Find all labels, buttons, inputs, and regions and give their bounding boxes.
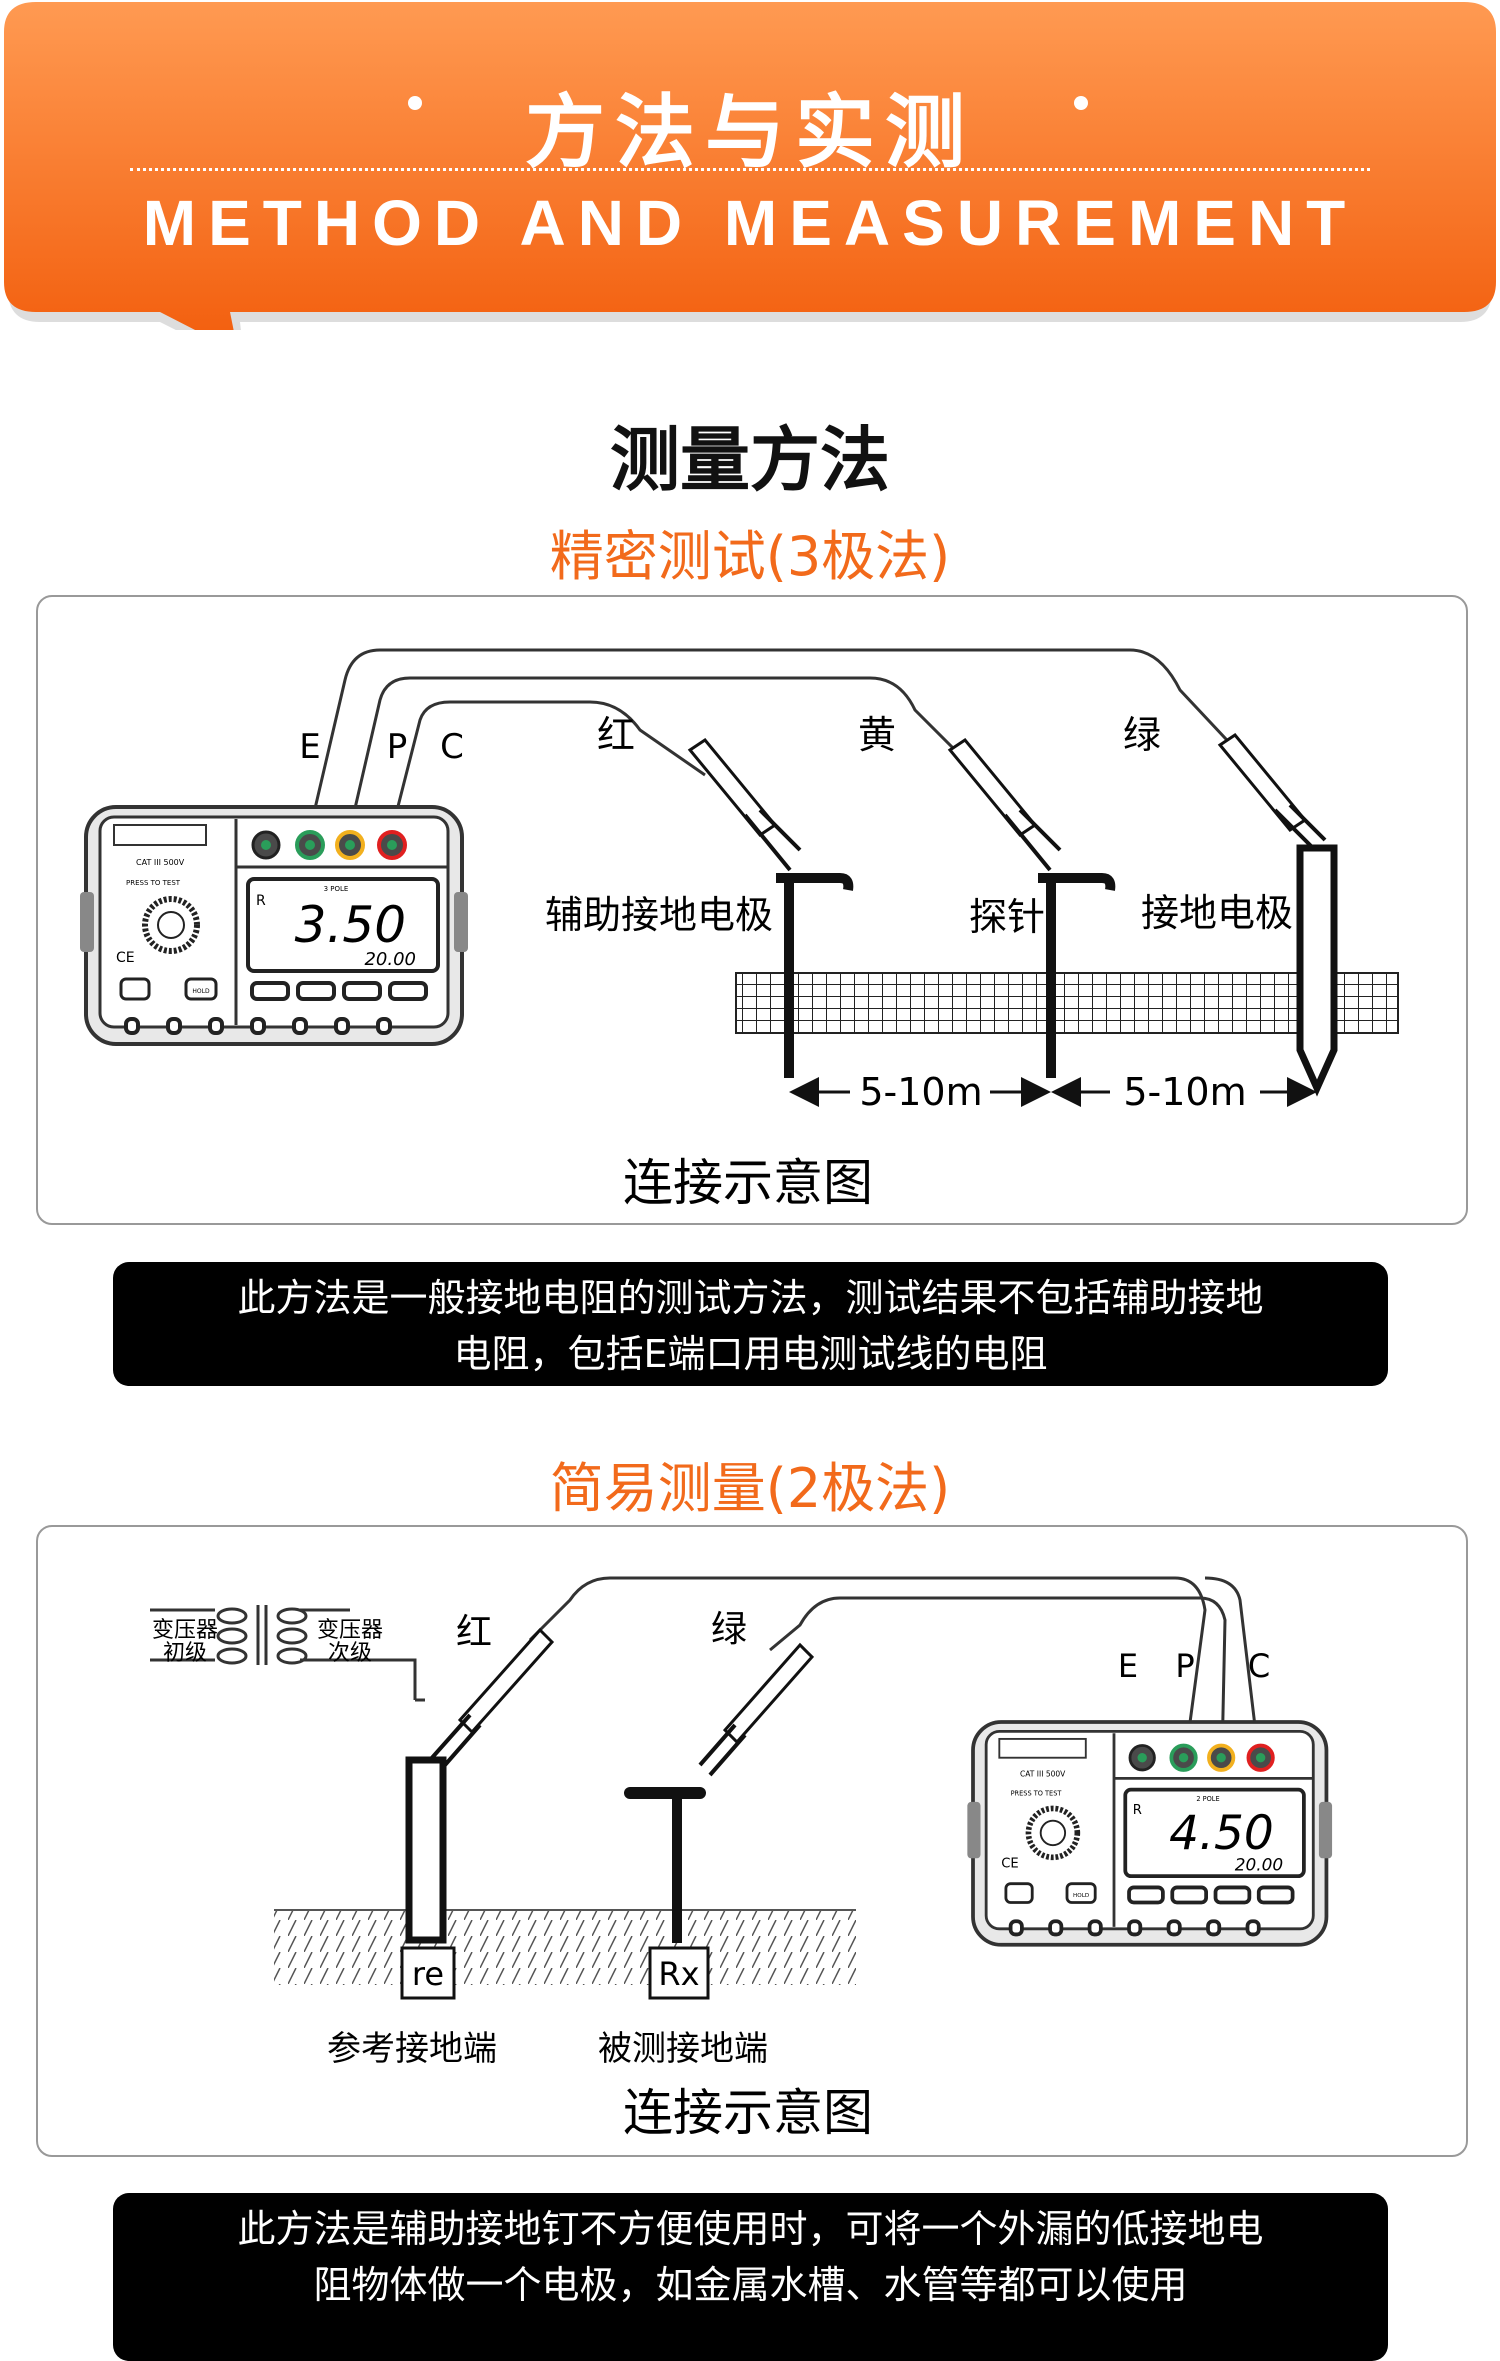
terminal-label-p: P — [1175, 1647, 1194, 1685]
function-buttons — [1127, 1885, 1295, 1905]
transformer-icon — [150, 1605, 425, 1702]
method2-note-line: 阻物体做一个电极，如金属水槽、水管等都可以使用 — [313, 2263, 1188, 2307]
diagram-2-pole: 变压器 初级 变压器 次级 re Rx 参考接地端 被测接地端 红 绿 E P … — [150, 1576, 1333, 2142]
clip-label-red: 红 — [456, 1612, 492, 1653]
method2-note-line: 此方法是辅助接地钉不方便使用时，可将一个外漏的低接地电 — [237, 2207, 1264, 2251]
method1-note-line: 电阻，包括E端口用电测试线的电阻 — [453, 1332, 1048, 1376]
terminal-label-p: P — [387, 727, 408, 767]
ce-mark: CE — [1001, 1857, 1019, 1872]
header-title-en: METHOD AND MEASUREMENT — [142, 187, 1358, 259]
rx-box — [648, 1946, 710, 2000]
clip-yellow — [947, 737, 1062, 872]
hold-button — [1065, 1882, 1097, 1904]
earth-electrode — [1296, 844, 1338, 1097]
function-buttons — [250, 981, 428, 1001]
reference-ground-label: 参考接地端 — [327, 2029, 497, 2069]
aux-electrode-label: 辅助接地电极 — [545, 893, 773, 937]
transformer-secondary-label: 变压器 — [317, 1618, 383, 1643]
reference-electrode — [405, 1756, 447, 1944]
lcd-value: 4.50 — [1169, 1806, 1274, 1861]
clip-red — [687, 737, 802, 872]
lcd-display — [246, 877, 440, 973]
terminals — [251, 830, 407, 860]
power-button — [1004, 1882, 1034, 1904]
terminal-label-c: C — [440, 727, 464, 767]
earth-tester-meter: CAT III 500V PRESS TO TEST CE HOLD R 2 P… — [967, 1720, 1333, 1947]
terminals — [1128, 1743, 1275, 1772]
ground-soil — [274, 1910, 856, 1985]
feet — [1008, 1919, 1261, 1937]
lcd-pole: 2 POLE — [1196, 1795, 1219, 1803]
distance-label: 5-10m — [859, 1070, 982, 1114]
tested-ground-label: 被测接地端 — [598, 2029, 768, 2069]
earth-tester-meter: CAT III 500V PRESS TO TEST CE HOLD R 3 P… — [80, 805, 468, 1046]
title-dot-left — [408, 96, 422, 110]
diagram-caption: 连接示意图 — [623, 2084, 873, 2142]
test-cables — [528, 1576, 1261, 1761]
ce-mark: CE — [116, 950, 135, 966]
aux-electrode — [776, 873, 854, 1078]
lcd-range: 20.00 — [1235, 1855, 1283, 1875]
transformer-primary-label: 初级 — [163, 1641, 207, 1666]
tested-electrode — [624, 1787, 706, 1943]
clip-green — [1217, 732, 1327, 852]
section-title: 测量方法 — [610, 419, 890, 501]
terminal-label-e: E — [299, 727, 320, 767]
method2-title: 简易测量(2极法) — [549, 1457, 951, 1520]
clip-green — [698, 1642, 815, 1777]
press-to-test-label: PRESS TO TEST — [126, 879, 181, 887]
clip-red — [428, 1627, 555, 1767]
cat-rating: CAT III 500V — [1020, 1770, 1066, 1779]
hold-label: HOLD — [192, 988, 210, 995]
lcd-mode: R — [256, 893, 266, 909]
test-cables — [308, 648, 1257, 831]
feet — [124, 1017, 392, 1035]
lcd-mode: R — [1133, 1803, 1142, 1818]
lcd-display — [1123, 1787, 1306, 1879]
ground-grid — [735, 972, 1399, 1034]
method1-note: 此方法是一般接地电阻的测试方法，测试结果不包括辅助接地 电阻，包括E端口用电测试… — [113, 1262, 1388, 1386]
method1-title: 精密测试(3极法) — [549, 525, 951, 588]
clip-label-green: 绿 — [711, 1609, 747, 1650]
dotted-divider — [130, 168, 1370, 171]
rx-label: Rx — [658, 1955, 699, 1993]
re-label: re — [412, 1955, 444, 1993]
cat-rating: CAT III 500V — [136, 858, 185, 867]
re-box — [400, 1946, 456, 2000]
clip-label-yellow: 黄 — [858, 713, 896, 757]
terminal-label-e: E — [1118, 1647, 1138, 1685]
lcd-value: 3.50 — [295, 896, 406, 954]
lcd-pole: 3 POLE — [324, 885, 349, 893]
diagram-caption: 连接示意图 — [623, 1154, 873, 1212]
method2-note: 此方法是辅助接地钉不方便使用时，可将一个外漏的低接地电 阻物体做一个电极，如金属… — [113, 2193, 1388, 2361]
press-to-test-label: PRESS TO TEST — [1011, 1789, 1063, 1797]
clip-label-red: 红 — [597, 713, 635, 757]
method1-note-line: 此方法是一般接地电阻的测试方法，测试结果不包括辅助接地 — [237, 1276, 1264, 1320]
diagram-3-pole: 5-10m 5-10m E P C 红 黄 绿 辅助接地电极 探针 接地电极 连… — [80, 648, 1399, 1212]
hold-label: HOLD — [1073, 1893, 1089, 1899]
earth-electrode-label: 接地电极 — [1141, 891, 1293, 935]
header-title-cn: 方法与实测 — [525, 86, 975, 179]
clip-label-green: 绿 — [1123, 713, 1161, 757]
probe-electrode — [1038, 873, 1116, 1078]
transformer-secondary-label: 次级 — [328, 1641, 372, 1666]
power-button — [119, 977, 151, 1001]
hold-button — [184, 977, 218, 1001]
lcd-range: 20.00 — [364, 949, 416, 970]
transformer-primary-label: 变压器 — [152, 1618, 218, 1643]
title-dot-right — [1074, 96, 1088, 110]
terminal-label-c: C — [1248, 1647, 1270, 1685]
distance-label: 5-10m — [1123, 1070, 1246, 1114]
probe-label: 探针 — [969, 895, 1045, 939]
